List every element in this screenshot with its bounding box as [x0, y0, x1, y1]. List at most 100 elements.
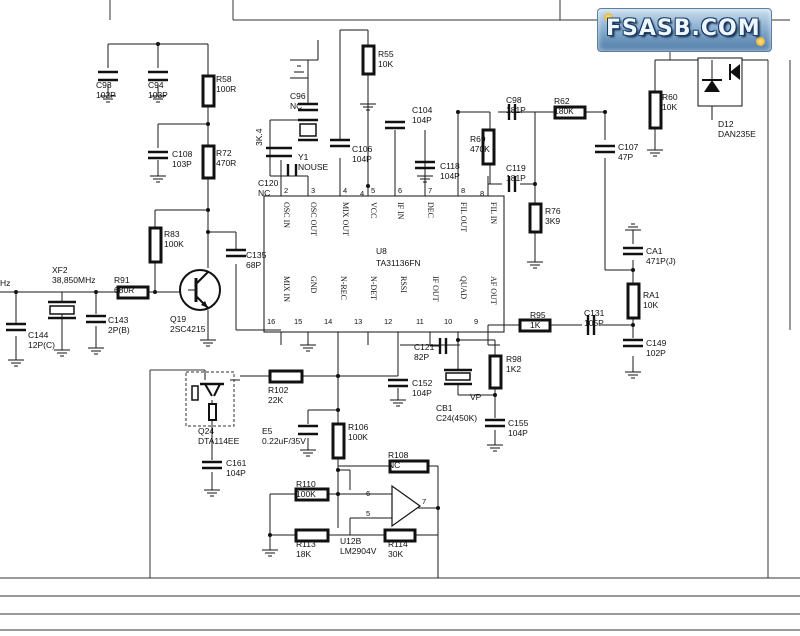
component-value: 12P(C) — [28, 340, 55, 350]
vp-label: VP — [470, 392, 482, 402]
component-value: 102P — [646, 348, 666, 358]
component-value: NOUSE — [298, 162, 329, 172]
component-value: 22K — [268, 395, 283, 405]
component-ref: R106 — [348, 422, 369, 432]
component-value: 1K — [530, 320, 541, 330]
ic-labels: U8 TA31136FN — [376, 246, 421, 268]
component-ref: C96 — [290, 91, 306, 101]
ic-ref: U8 — [376, 246, 387, 256]
ic-pin-number: 12 — [384, 317, 392, 326]
ic-u8-body — [263, 195, 505, 333]
component-value: 104P — [352, 154, 372, 164]
component-value: LM2904V — [340, 546, 377, 556]
component-ref: C98 — [506, 95, 522, 105]
component-value: 104P — [412, 388, 432, 398]
component-value: 100K — [348, 432, 368, 442]
component-value: 104P — [412, 115, 432, 125]
ic-pin-number: 16 — [267, 317, 275, 326]
component-ref: R114 — [388, 539, 408, 549]
component-value: 181P — [506, 173, 526, 183]
opamp-pin-7: 7 — [422, 497, 426, 506]
component-ref: C155 — [508, 418, 529, 428]
component-ref: CA1 — [646, 246, 663, 256]
component-value: NC — [290, 101, 302, 111]
ic-part: TA31136FN — [376, 258, 421, 268]
component-ref: C104 — [412, 105, 433, 115]
component-ref: C135 — [246, 250, 267, 260]
component-value: DAN235E — [718, 129, 756, 139]
component-ref: R98 — [506, 354, 522, 364]
ic-pin-name: MIX OUT — [341, 202, 350, 236]
component-ref: C106 — [352, 144, 373, 154]
component-value: 471P(J) — [646, 256, 676, 266]
component-value: NC — [388, 460, 400, 470]
ic-pin-number: 15 — [294, 317, 302, 326]
junction-dots — [14, 42, 635, 537]
component-value: 0.22uF/35V — [262, 436, 306, 446]
site-logo: FSASB.COM — [597, 8, 772, 52]
ic-pin-name: IF OUT — [431, 276, 440, 302]
component-ref: C143 — [108, 315, 129, 325]
ic-pin-name: QUAD — [459, 276, 468, 299]
ic-pin-name: DEC — [426, 202, 435, 218]
ic-pin-name: AF OUT — [489, 276, 498, 305]
component-ref: R83 — [164, 229, 180, 239]
component-ref: C118 — [440, 161, 460, 171]
component-ref: R62 — [554, 96, 570, 106]
component-value: 3K9 — [545, 216, 560, 226]
ic-pin-name: GND — [309, 276, 318, 294]
component-ref: C94 — [148, 80, 164, 90]
ic-pin-name: OSC OUT — [309, 202, 318, 236]
site-logo-text: FSASB.COM — [606, 16, 761, 41]
misc-labels: Hz 3K.4 VP 6 5 7 8 4 — [0, 128, 484, 518]
ground-symbols — [8, 29, 663, 557]
ic-pin-number: 13 — [354, 317, 362, 326]
freq-stub: Hz — [0, 278, 10, 288]
component-value: 103P — [148, 90, 168, 100]
component-value: 680R — [114, 285, 134, 295]
component-value: NC — [258, 188, 270, 198]
component-value: 103P — [172, 159, 192, 169]
component-value: 18K — [296, 549, 311, 559]
transistor-q24 — [185, 371, 235, 427]
resistors — [116, 44, 663, 543]
component-ref: C152 — [412, 378, 433, 388]
component-ref: E5 — [262, 426, 273, 436]
ic-pin-number: 7 — [428, 186, 432, 195]
component-value: 47P — [618, 152, 633, 162]
component-value: C24(450K) — [436, 413, 477, 423]
ic-pin-name: IF IN — [396, 202, 405, 220]
component-ref: R95 — [530, 310, 546, 320]
ic-pin-name: OSC IN — [282, 202, 291, 228]
component-value: 38,850MHz — [52, 275, 95, 285]
ic-pin-number: 6 — [398, 186, 402, 195]
component-value: 100K — [164, 239, 184, 249]
capacitors — [6, 70, 643, 470]
component-ref: Q24 — [198, 426, 214, 436]
component-value: 181P — [506, 105, 526, 115]
ic-pin-number: 8 — [461, 186, 465, 195]
component-ref: R113 — [296, 539, 316, 549]
component-ref: XF2 — [52, 265, 68, 275]
opamp-pin-6: 6 — [366, 489, 370, 498]
component-value: 470R — [216, 158, 236, 168]
component-ref: C119 — [506, 163, 526, 173]
component-value: DTA114EE — [198, 436, 240, 446]
component-ref: R108 — [388, 450, 409, 460]
component-value: 105P — [584, 318, 604, 328]
component-value: 470K — [470, 144, 490, 154]
component-ref: C149 — [646, 338, 667, 348]
component-ref: C161 — [226, 458, 247, 468]
component-value: 100R — [216, 84, 236, 94]
component-value: 10K — [662, 102, 677, 112]
ic-pin-name: N-REC — [339, 276, 348, 300]
ic-pin-name: N-DET — [369, 276, 378, 300]
component-value: 82P — [414, 352, 429, 362]
side-note: 3K.4 — [254, 128, 264, 146]
component-ref: C144 — [28, 330, 49, 340]
ic-pin-number: 2 — [284, 186, 288, 195]
